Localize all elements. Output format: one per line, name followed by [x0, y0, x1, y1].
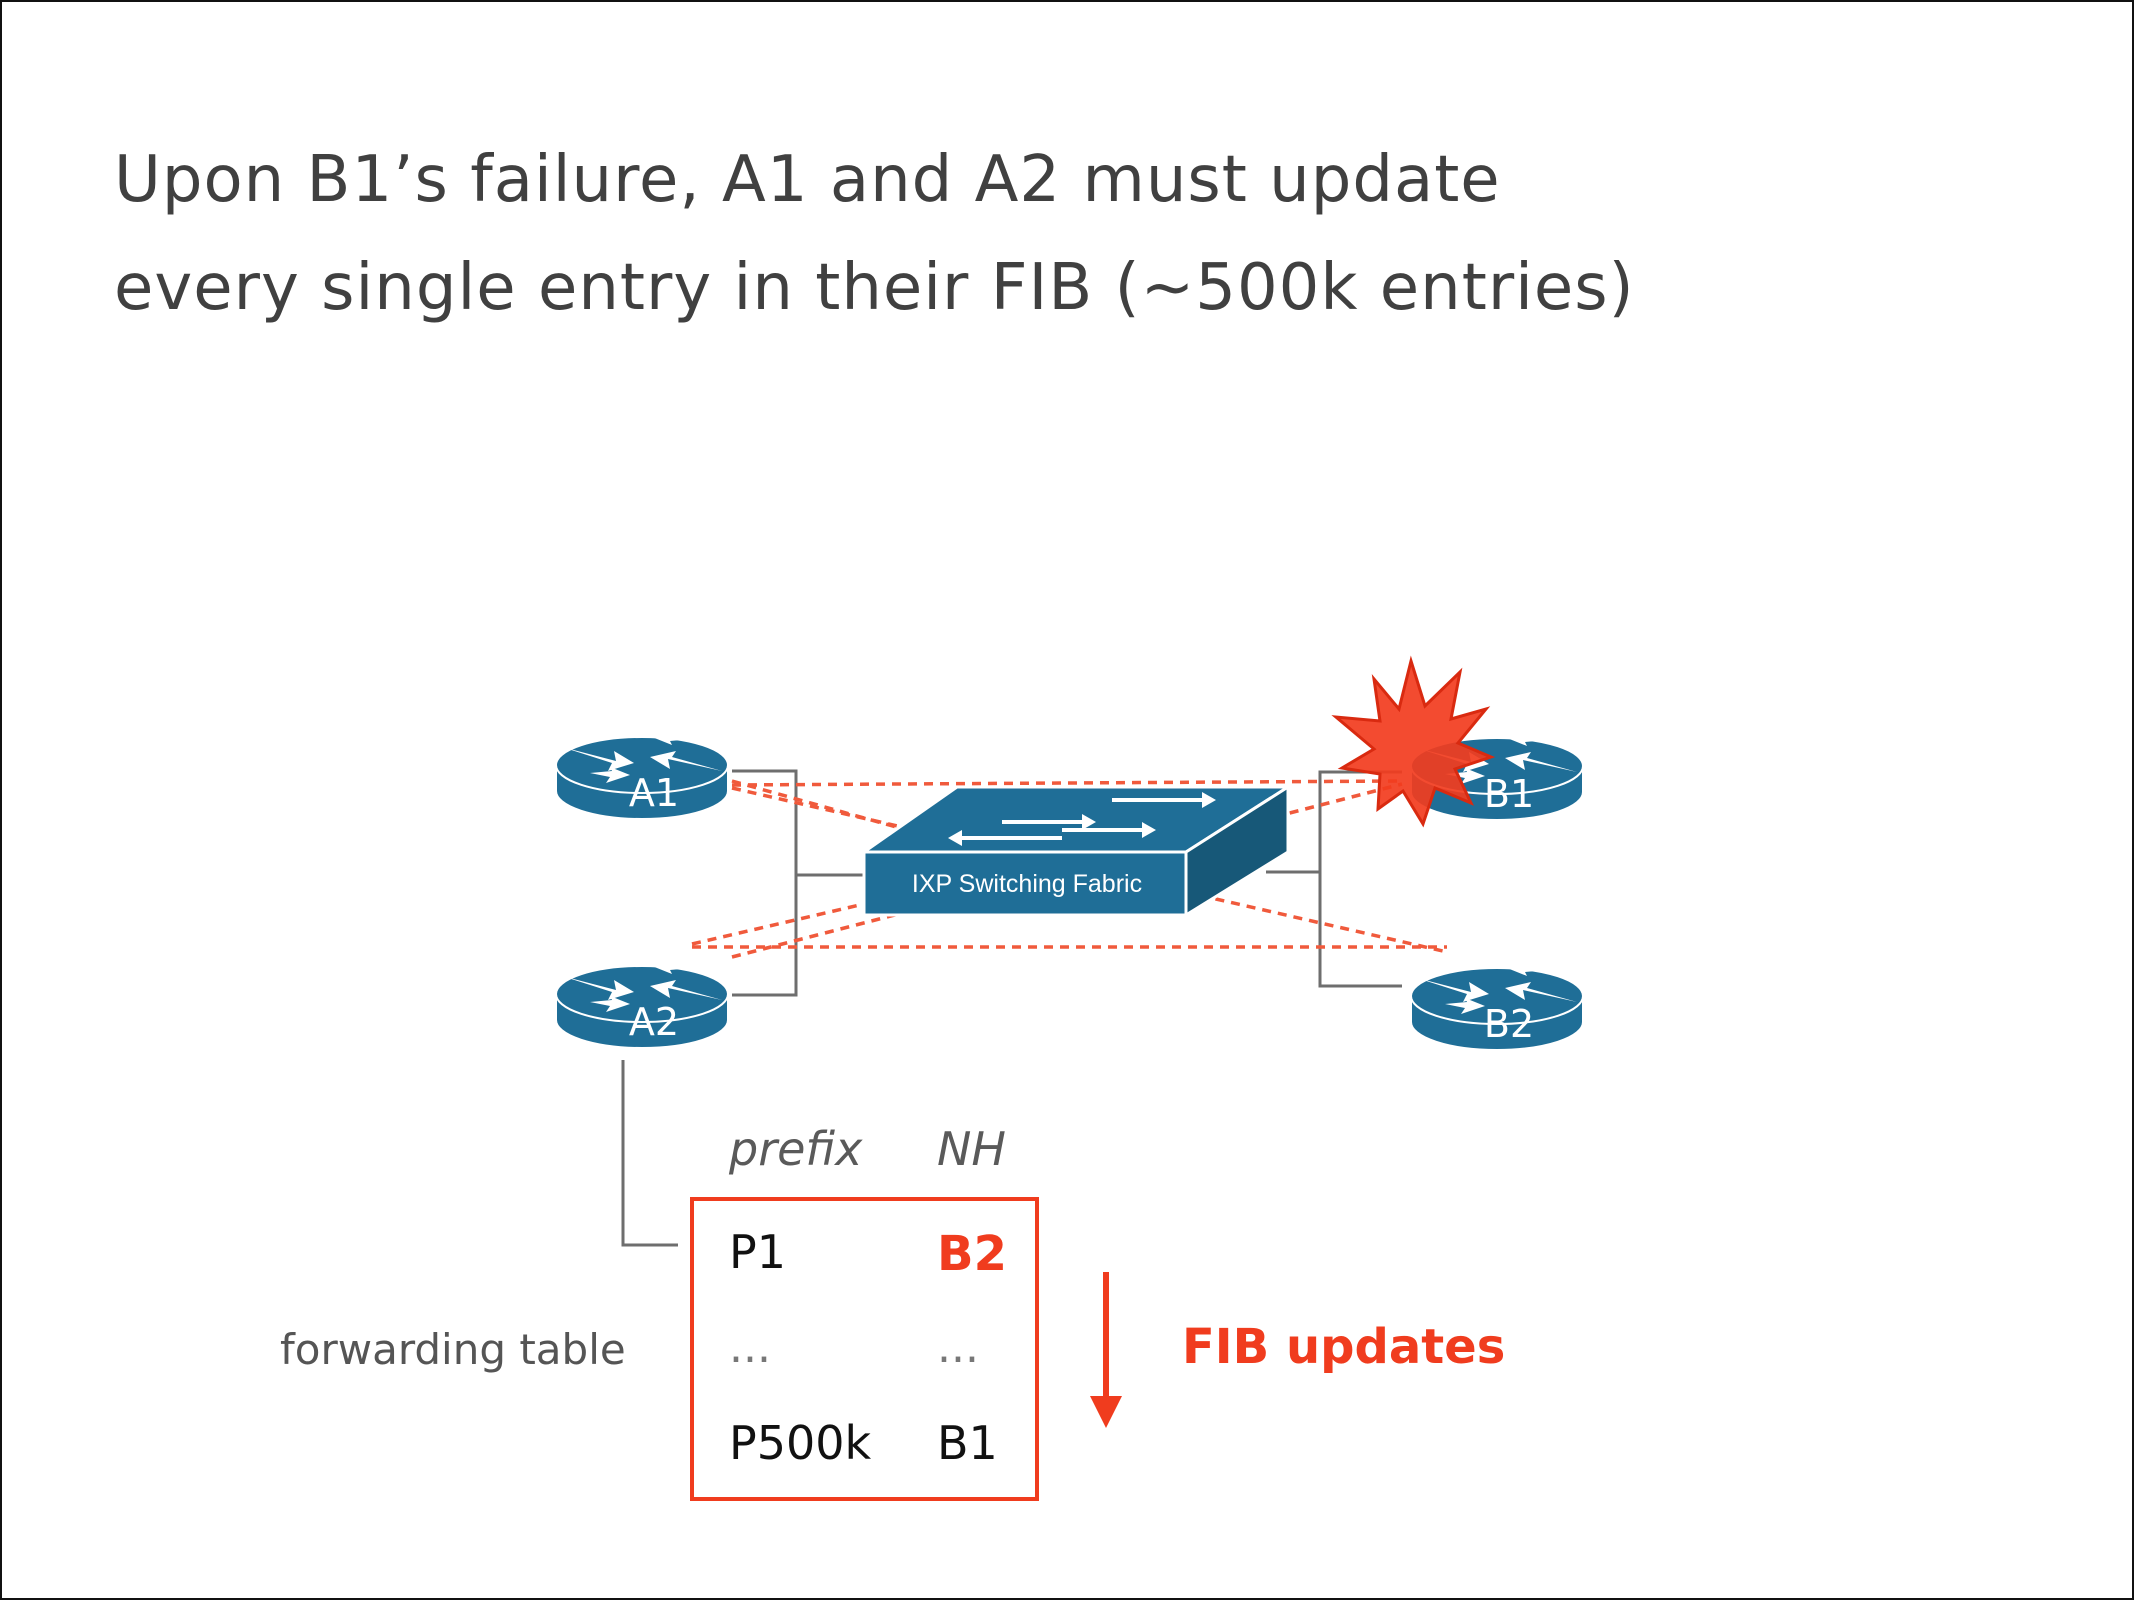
router-a1-label: A1: [629, 771, 679, 815]
router-b2-label: B2: [1484, 1002, 1534, 1046]
row-2-prefix: ...: [729, 1322, 771, 1373]
forwarding-table-caption: forwarding table: [280, 1325, 626, 1374]
row-1-prefix: P1: [729, 1225, 786, 1279]
router-b1-label: B1: [1484, 772, 1534, 816]
failure-explosion-icon: [1331, 655, 1496, 828]
title-line-1: Upon B1’s failure, A1 and A2 must update: [114, 143, 1501, 217]
row-2-nh: ...: [937, 1322, 979, 1373]
router-a2-label: A2: [629, 1000, 679, 1044]
switch-label: IXP Switching Fabric: [912, 870, 1142, 898]
fib-updates-annotation: FIB updates: [1090, 1272, 1505, 1428]
forwarding-table: prefix NH P1 B2 ... ... P500k B1 forward…: [280, 1122, 1039, 1501]
router-a2: A2: [555, 958, 729, 1049]
down-arrow-icon: [1090, 1396, 1122, 1428]
row-3-nh: B1: [937, 1416, 998, 1470]
slide-title: Upon B1’s failure, A1 and A2 must update…: [114, 126, 2014, 342]
prefix-header: prefix: [728, 1122, 863, 1176]
table-box: [690, 1197, 1039, 1501]
fib-updates-label: FIB updates: [1182, 1319, 1505, 1375]
title-line-2: every single entry in their FIB (~500k e…: [114, 251, 1635, 325]
ixp-switching-fabric: IXP Switching Fabric: [859, 784, 1294, 918]
row-3-prefix: P500k: [729, 1416, 872, 1470]
router-a1: A1: [555, 729, 729, 820]
row-1-nh: B2: [937, 1226, 1007, 1282]
router-b2: B2: [1410, 960, 1584, 1051]
nh-header: NH: [937, 1122, 1006, 1176]
switch-arrows-icon: [948, 792, 1216, 846]
